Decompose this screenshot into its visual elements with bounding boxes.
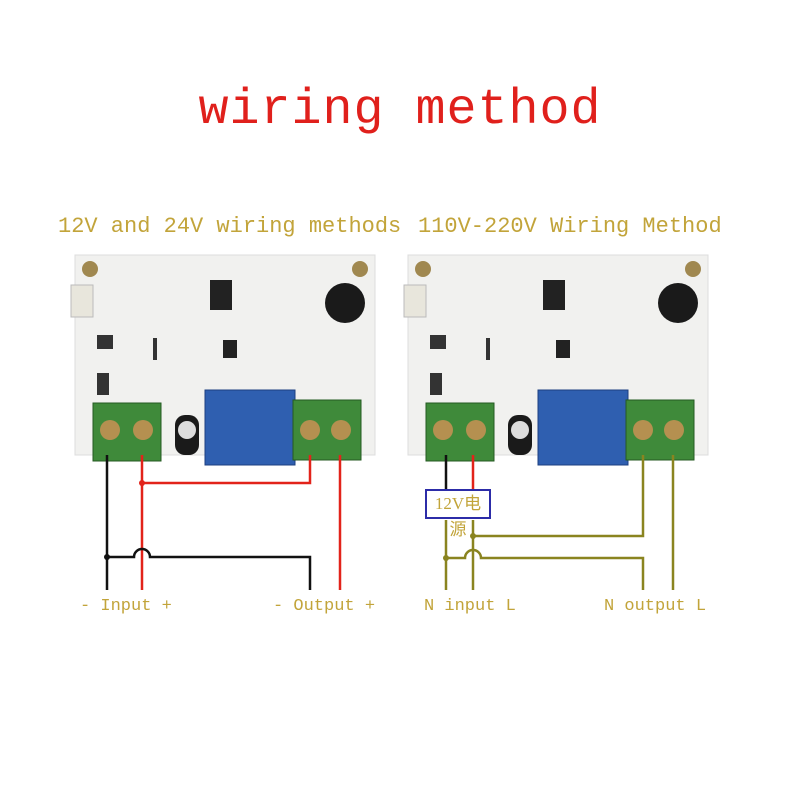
negative-output-wire bbox=[107, 547, 312, 590]
power-supply-box: 12V电源 bbox=[425, 489, 491, 539]
positive-link-wire bbox=[142, 455, 312, 485]
page-title: wiring method bbox=[198, 82, 602, 139]
left-wires bbox=[104, 455, 342, 590]
right-pcb-board bbox=[403, 254, 709, 466]
right-input-label: N input L bbox=[424, 597, 516, 616]
right-heading: 110V-220V Wiring Method bbox=[418, 214, 722, 239]
left-input-label: - Input + bbox=[80, 597, 172, 616]
left-output-label: - Output + bbox=[273, 597, 376, 616]
left-pcb-board bbox=[70, 254, 376, 466]
right-wires bbox=[443, 455, 675, 590]
right-output-label: N output L bbox=[604, 597, 707, 616]
left-heading: 12V and 24V wiring methods bbox=[58, 214, 402, 239]
live-link-wire bbox=[473, 455, 645, 538]
neutral-output-wire bbox=[446, 548, 645, 590]
